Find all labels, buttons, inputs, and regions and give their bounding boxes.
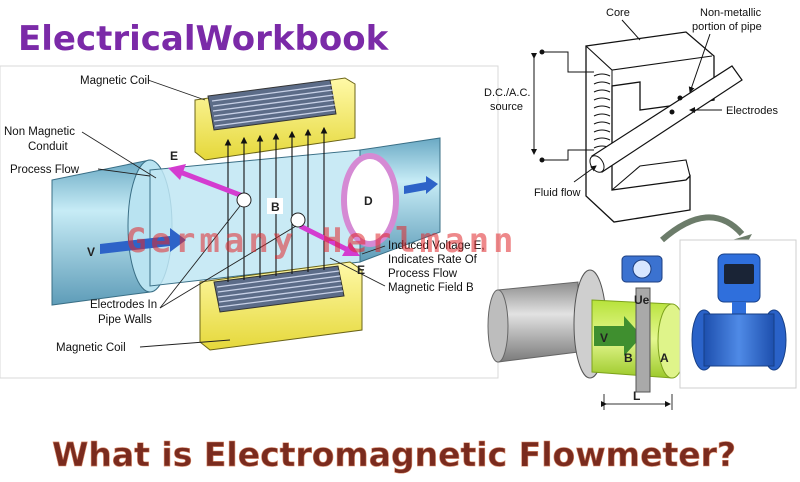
render-transmitter-display [632, 259, 652, 279]
label-magnetic-field: Magnetic Field B [388, 282, 474, 294]
right-schematic: Core Non-metallic portion of pipe D.C./A… [484, 7, 778, 223]
render-curved-arrow [660, 214, 745, 243]
render-grey-pipe [497, 281, 579, 363]
label-non-magnetic-l2: Conduit [28, 141, 68, 153]
label-magnetic-coil-top: Magnetic Coil [80, 75, 150, 87]
label-electrodes-l2: Pipe Walls [98, 314, 152, 326]
schematic-electrode-2 [677, 95, 683, 101]
core-bottom-face [611, 159, 691, 191]
electrode-left [236, 192, 252, 208]
source-terminal-bottom [539, 157, 545, 163]
leader-fluid-flow [573, 165, 597, 183]
symbol-b: B [271, 200, 280, 214]
leader-core [621, 19, 641, 41]
leader-non-metallic [688, 33, 711, 93]
symbol-e-bottom: E [357, 263, 365, 277]
symbol-b-bg [267, 198, 283, 214]
label-process-flow: Process Flow [10, 164, 80, 176]
label-induced-voltage-l1: Induced Voltage E, [388, 240, 485, 252]
schematic-coil [593, 73, 611, 149]
source-terminal-top [539, 49, 545, 55]
voltage-arrowhead-up [168, 164, 186, 180]
label-non-metallic-l1: Non-metallic [700, 7, 762, 19]
voltage-arrowhead-down [342, 242, 360, 256]
top-coil-windings [211, 84, 336, 127]
render-symbol-ue: Ue [634, 293, 650, 307]
label-electrodes-l1: Electrodes In [90, 299, 157, 311]
flow-arrow-outlet [404, 176, 438, 194]
label-dc-ac-l2: source [490, 101, 523, 113]
label-fluid-flow: Fluid flow [534, 187, 581, 199]
leader-lines-left [81, 79, 386, 348]
voltage-arrow-up [179, 169, 249, 201]
schematic-electrode-1 [669, 109, 675, 115]
product-body [703, 313, 775, 367]
product-display [724, 264, 754, 284]
render-symbol-v: V [600, 331, 608, 345]
render-electrode-column [635, 287, 651, 393]
page-headline: What is Electromagnetic Flowmeter? [52, 435, 736, 474]
render-flow-arrow [594, 316, 642, 356]
label-electrodes: Electrodes [726, 105, 778, 117]
label-dc-ac-l1: D.C./A.C. [484, 87, 530, 99]
render-symbol-l: L [633, 389, 640, 403]
label-core: Core [606, 7, 630, 19]
source-wire-top [542, 51, 594, 73]
bottom-coil-windings [216, 270, 344, 308]
symbol-v: V [87, 245, 95, 259]
source-wire-bottom [542, 149, 594, 161]
product-neck [732, 302, 746, 314]
symbol-d: D [364, 194, 373, 208]
symbol-e-top: E [170, 149, 178, 163]
label-non-magnetic-l1: Non Magnetic [4, 126, 75, 138]
render-grey-pipe-end [487, 289, 509, 363]
flow-arrow-inlet [100, 228, 186, 254]
magnetic-field-lines [224, 126, 328, 282]
voltage-arrow-down [298, 223, 350, 253]
label-induced-voltage-l3: Process Flow [388, 268, 458, 280]
watermark-text: Germany Herlmann [126, 221, 518, 261]
brand-title: ElectricalWorkbook [18, 19, 390, 59]
render-symbol-a: A [660, 351, 669, 365]
core-outline [585, 31, 715, 223]
conduit-diameter-ring [341, 153, 399, 247]
device-render: V Ue B A L [487, 214, 797, 410]
label-non-metallic-l2: portion of pipe [692, 21, 762, 33]
left-diagram: D [0, 65, 499, 379]
label-magnetic-coil-bottom: Magnetic Coil [56, 342, 126, 354]
electrode-right [290, 212, 306, 228]
label-induced-voltage-l2: Indicates Rate Of [388, 254, 478, 266]
render-symbol-b: B [624, 351, 633, 365]
